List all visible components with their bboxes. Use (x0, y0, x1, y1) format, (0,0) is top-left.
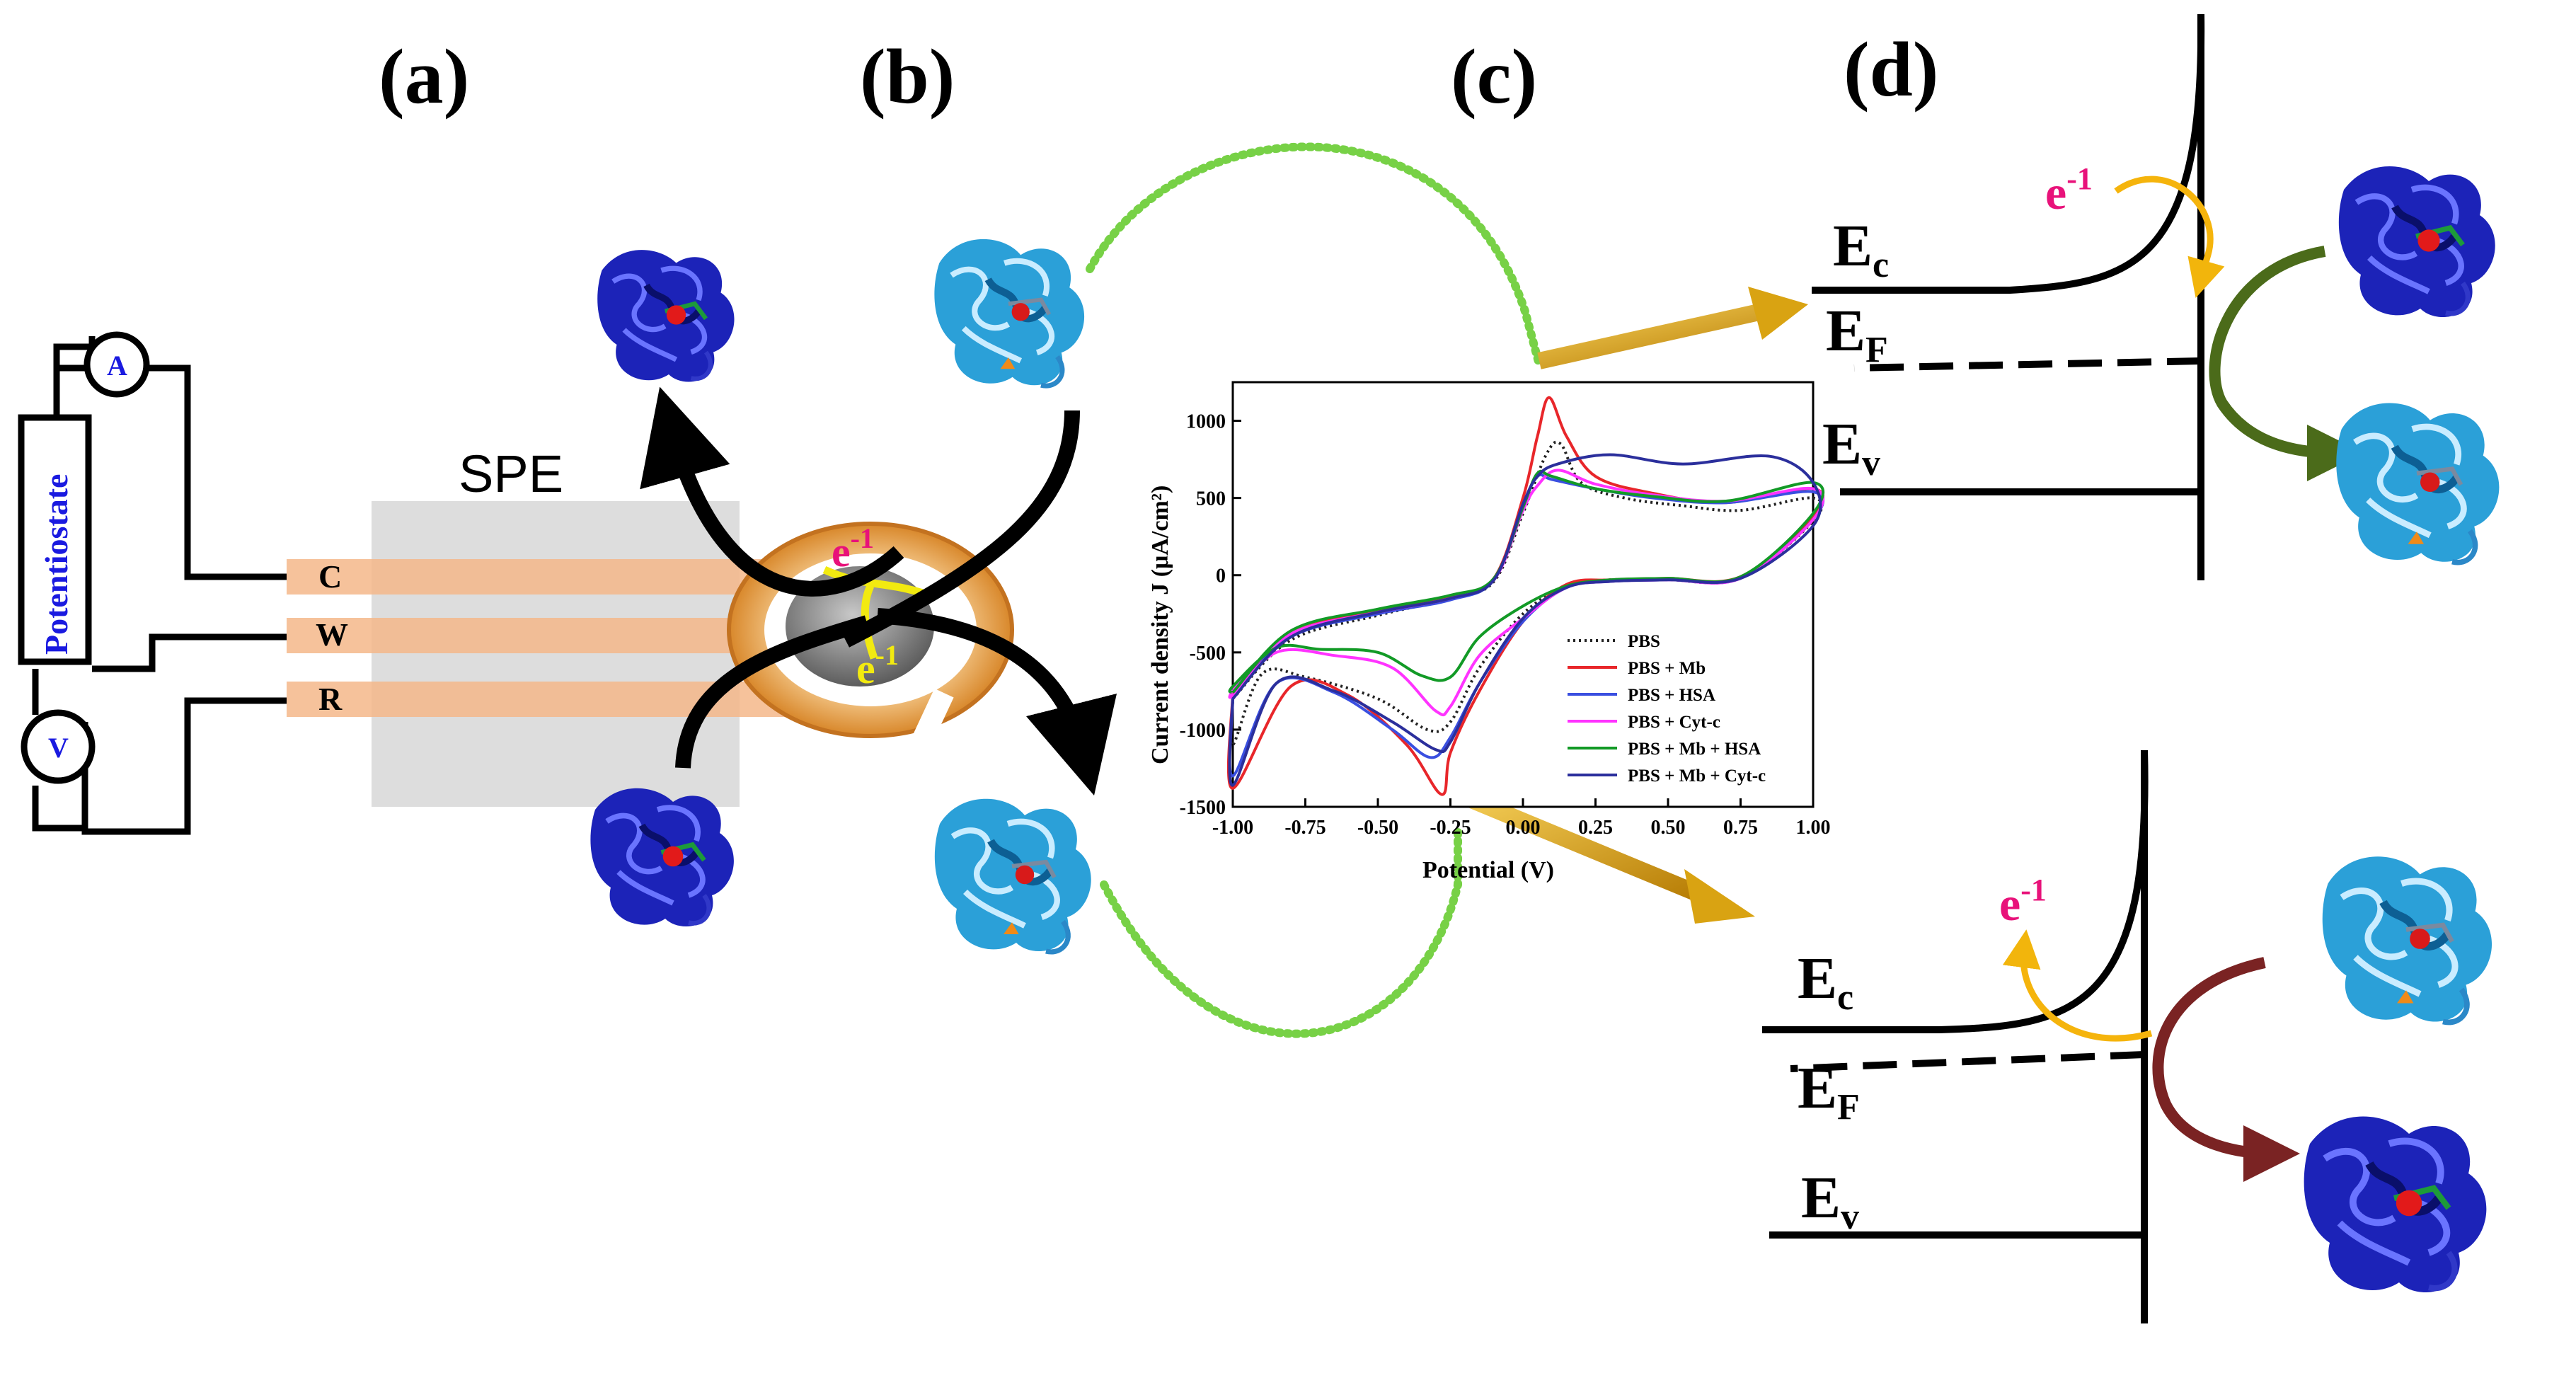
band-top-ef: EF (1826, 298, 1888, 370)
legend-label-mb_cytc: PBS + Mb + Cyt-c (1628, 766, 1766, 786)
y-tick-label: 0 (1216, 565, 1226, 587)
band-bottom-ef: EF (1798, 1055, 1860, 1127)
band-bottom-ev: Ev (1801, 1165, 1859, 1237)
x-tick-label: 0.25 (1578, 817, 1613, 839)
panel-label-b: (b) (860, 33, 955, 120)
spe-label: SPE (459, 444, 563, 503)
chart-y-axis-label: Current density J (μA/cm²) (1147, 486, 1173, 764)
panel-label-c: (c) (1451, 33, 1537, 120)
electron-arrow-bottom-band (2002, 929, 2153, 1042)
legend-label-hsa: PBS + HSA (1628, 686, 1715, 705)
electron-label-yellow: e-1 (856, 639, 899, 692)
x-tick-label: 0.75 (1723, 817, 1758, 839)
series-line-mb_hsa (1228, 469, 1825, 694)
arrow-to-reduced-protein (877, 608, 1117, 796)
electron-label-bottom-band: e-1 (1999, 873, 2047, 931)
x-tick-label: 0.50 (1651, 817, 1686, 839)
arrow-to-oxidized-protein (640, 386, 904, 597)
electrode-c-label: C (318, 558, 342, 595)
panel-label-d: (d) (1844, 26, 1938, 113)
x-tick-label: 0.00 (1506, 817, 1541, 839)
x-tick-label: -0.75 (1284, 817, 1326, 839)
protein-light-d-bottom (2323, 856, 2492, 1022)
protein-dark-d-top (2339, 166, 2495, 317)
band-top-ev: Ev (1822, 411, 1880, 483)
electron-label-top-band: e-1 (2045, 161, 2093, 219)
y-tick-label: -1000 (1180, 720, 1226, 742)
arrow-from-bottom-protein (675, 615, 870, 769)
protein-light-d-top (2336, 403, 2499, 562)
chart-x-axis-label: Potential (V) (1422, 857, 1554, 883)
y-tick-label: 500 (1196, 488, 1226, 510)
protein-dark-d-bottom (2304, 1117, 2487, 1293)
gold-arrow-bottom (1451, 784, 1755, 924)
electron-arrow-top-band (2114, 176, 2225, 298)
olive-arrow (2209, 246, 2364, 481)
gold-arrow-top (1537, 287, 1808, 369)
legend-label-pbs: PBS (1628, 632, 1660, 651)
legend-label-mb: PBS + Mb (1628, 659, 1706, 678)
potentiostat-box (18, 414, 92, 665)
cv-chart: -1.00 -0.75 -0.50 -0.25 0.00 0.25 0.50 0.75 1.00… (1147, 381, 1831, 883)
x-tick-label: -0.25 (1430, 817, 1471, 839)
ammeter-label: A (107, 350, 127, 381)
protein-dark-a-top (597, 250, 734, 381)
electron-label-pink: e-1 (832, 522, 874, 575)
legend-label-cytc: PBS + Cyt-c (1628, 713, 1720, 732)
voltmeter-label: V (48, 732, 69, 764)
panel-label-a: (a) (379, 33, 469, 120)
circuit: Potentiostate A V (18, 331, 287, 835)
electrode-w-label: W (316, 616, 348, 653)
electrode-strip-c (287, 559, 796, 595)
x-tick-label: -0.50 (1357, 817, 1398, 839)
band-bottom-ec: Ec (1798, 946, 1853, 1018)
green-dotted-arc-top (1086, 142, 1543, 369)
x-tick-label: 1.00 (1796, 817, 1831, 839)
y-tick-label: 1000 (1186, 411, 1226, 433)
electrode-r-label: R (318, 681, 343, 717)
y-tick-label: -500 (1190, 643, 1226, 665)
ammeter-circle (84, 331, 150, 398)
chart-plot-area (1231, 381, 1815, 808)
potentiostat-label: Potentiostate (38, 474, 74, 655)
green-dotted-arc-bottom (1100, 824, 1462, 1038)
legend-label-mb_hsa: PBS + Mb + HSA (1628, 740, 1761, 759)
spe-electrode: SPE C W R (287, 444, 796, 807)
protein-light-b-top (934, 239, 1084, 386)
electrode-strip-w (287, 618, 796, 653)
protein-dark-a-bottom (590, 788, 734, 926)
band-top-ec: Ec (1833, 213, 1889, 285)
x-tick-label: -1.00 (1212, 817, 1253, 839)
brown-arrow (2152, 957, 2300, 1182)
protein-light-b-bottom (935, 799, 1091, 952)
voltmeter-circle (21, 709, 96, 784)
series-line-mb_cytc (1228, 453, 1822, 787)
y-tick-label: -1500 (1180, 797, 1226, 819)
